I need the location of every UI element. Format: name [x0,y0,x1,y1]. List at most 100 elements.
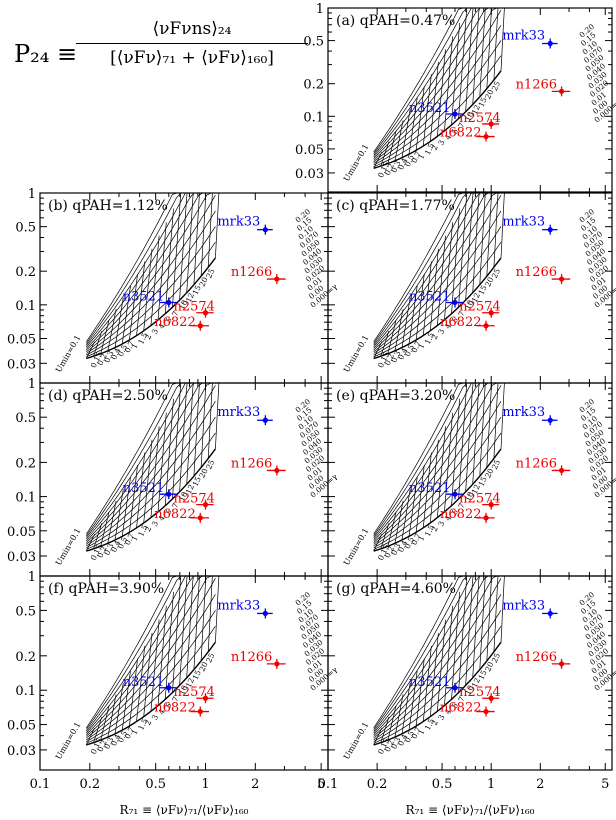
panel-frame [39,382,329,577]
gamma-curve [86,576,216,730]
gamma-curve [373,8,501,156]
umin-tick-label: 12 [470,291,482,304]
point-label: n6822 [440,701,481,716]
umin-label: Umin=0.1 [54,334,83,374]
umin-curve [401,682,411,734]
umin-label: Umin=0.1 [342,143,371,183]
data-point [547,40,553,47]
umin-tick-label: 10 [177,684,189,697]
umin-tick-label: 25 [204,458,216,471]
data-point [202,695,209,701]
point-label: mrk33 [502,215,545,230]
data-point [166,685,172,691]
umin-curve [444,605,453,706]
umin-tick-label: 5 [450,316,460,324]
point-label: n2574 [459,492,500,507]
y-tick-label: 0.2 [15,265,36,280]
gamma-curve [86,576,216,729]
data-point [483,708,489,715]
umin-tick-label: 7 [170,310,180,318]
umin-curve [394,500,404,544]
umin-label: Umin=0.1 [342,721,371,761]
point-label: mrk33 [502,405,545,420]
umin-tick-label: 7 [456,121,466,129]
model-grid [373,8,510,169]
gamma-curve [86,383,216,535]
x-tick-label: 0.1 [30,777,51,792]
umin-tick-label: 12 [470,483,482,496]
data-point [452,299,458,306]
umin-tick-label: 4 [157,707,167,715]
data-point [452,491,458,497]
umin-curve [85,341,95,359]
panel-frame [327,575,613,771]
gamma-curve [86,383,216,543]
umin-curve [215,383,224,449]
gamma-curve [86,594,216,741]
umin-curve [493,8,503,81]
umin-tick-label: 25 [490,652,502,665]
umin-tick-label: 10 [463,110,475,123]
umin-curve [100,512,110,547]
umin-curve [465,8,474,112]
umin-label: Umin=0.1 [54,527,83,567]
point-label: mrk33 [502,29,545,44]
umin-curve [93,523,103,549]
umin-curve [436,619,446,712]
umin-tick-label: 2 [430,333,440,341]
gamma-curve [86,385,216,545]
gamma-curve [373,383,501,543]
umin-tick-label: 25 [490,267,502,280]
umin-curve [107,500,117,544]
data-point [202,310,209,316]
x-axis-label: R₇₁ ≡ ⟨νFν⟩₇₁/⟨νFν⟩₁₆₀ [120,803,249,817]
data-point [558,467,565,474]
x-tick-label: 0.1 [318,777,339,792]
data-point [452,111,458,117]
umin-tick-label: 1 [130,534,140,542]
point-label: n2574 [459,685,500,700]
umin-tick-label: 2 [143,718,153,726]
gamma-curve [86,383,216,538]
umin-curve [429,248,439,331]
y-tick-label: 0.5 [15,604,36,619]
point-label: n2574 [173,685,214,700]
y-tick-label: 0.05 [7,525,36,540]
gamma-curve [373,576,501,732]
umin-tick-label: 10 [463,298,475,311]
umin-curve [500,193,510,258]
point-label: n3521 [123,675,164,690]
formula-fraction: ⟨νFνns⟩₂₄ [⟨νFν⟩₇₁ + ⟨νFν⟩₁₆₀] [76,18,308,69]
umin-tick-label: 25 [490,80,502,93]
gamma-curve [373,242,502,358]
data-point [262,417,268,423]
umin-curve [465,193,474,301]
umin-curve [422,261,432,336]
umin-tick-label: 15 [191,475,203,488]
umin-curve [472,193,481,293]
panel-frame [39,575,329,771]
umin-curve [186,576,195,678]
y-tick-label: 0.03 [7,550,36,565]
umin-curve [193,193,203,285]
umin-tick-label: 7 [456,310,466,318]
point-label: n6822 [440,126,481,141]
y-tick-label: 0.5 [303,35,324,50]
umin-curve [458,384,468,500]
umin-curve [408,670,418,731]
x-tick-label: 2 [536,777,544,792]
gamma-curve [373,401,502,547]
umin-tick-label: 15 [477,475,489,488]
point-label: n3521 [409,289,450,304]
data-point [483,133,489,140]
point-label: n3521 [409,481,450,496]
y-tick-label: 1 [28,187,36,202]
x-tick-label: 5 [317,777,325,792]
model-grid [85,383,224,552]
umin-tick-label: 20 [483,276,495,289]
data-point [166,299,172,306]
